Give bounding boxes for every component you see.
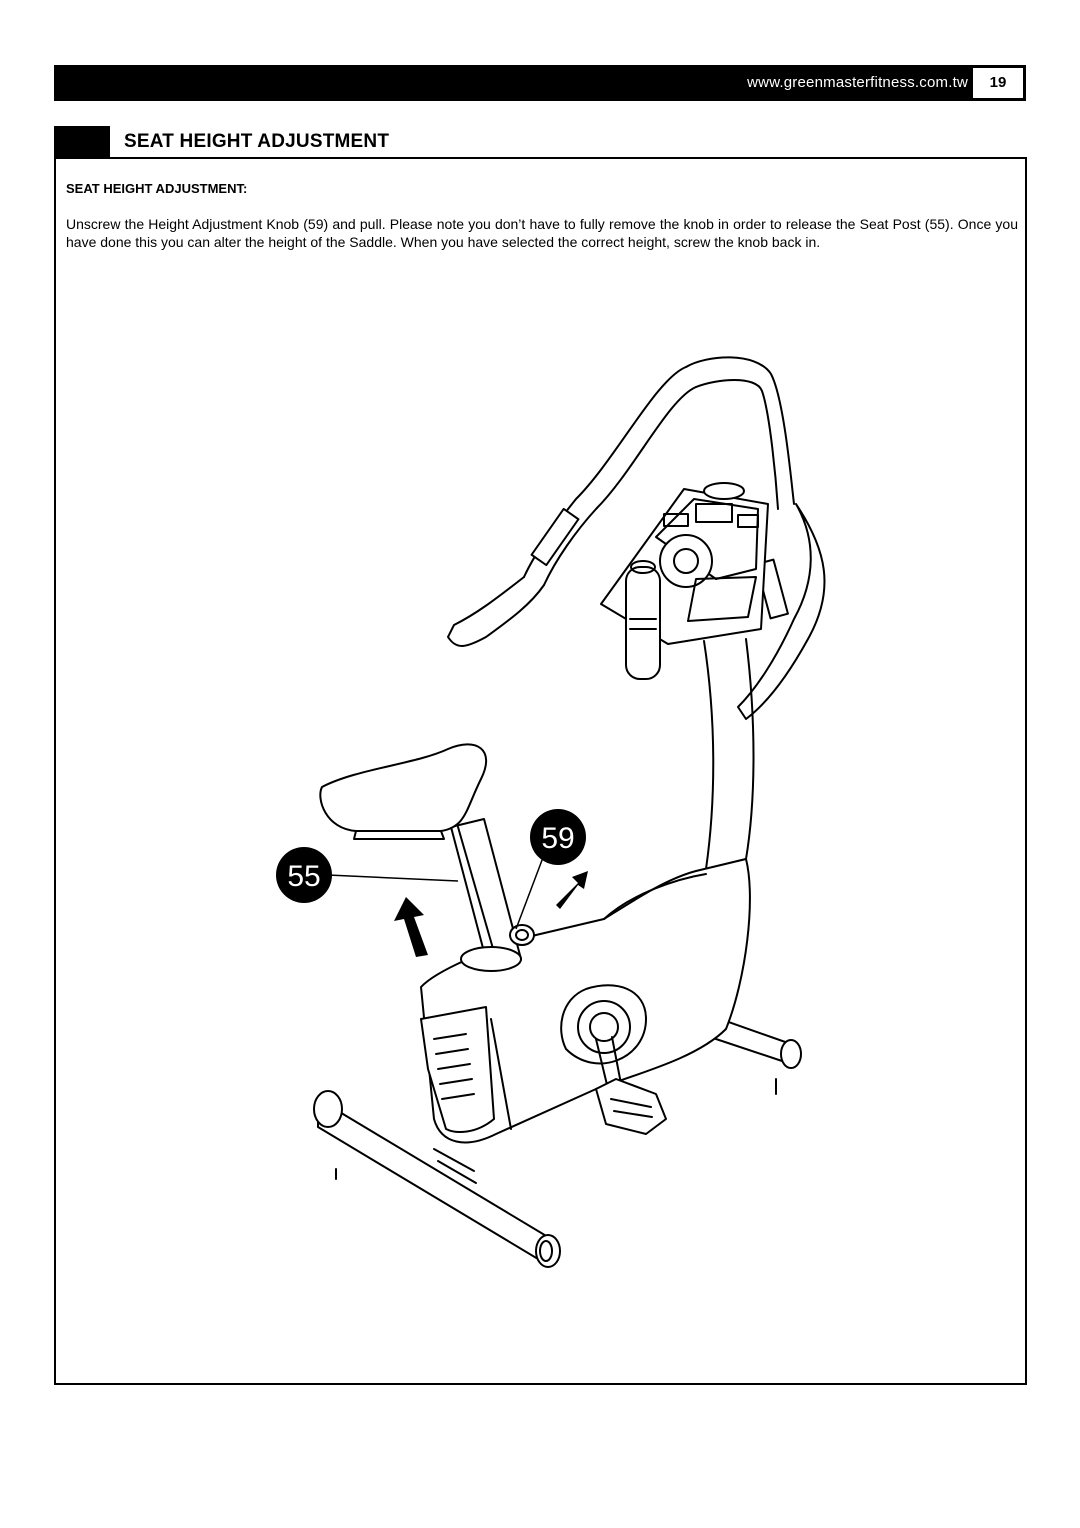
up-arrow-left [394,897,428,957]
content-box: SEAT HEIGHT ADJUSTMENT: Unscrew the Heig… [54,157,1027,1385]
page-number: 19 [973,68,1023,98]
header-bar: www.greenmasterfitness.com.tw 19 [54,65,1026,101]
callout-59: 59 [530,809,586,865]
section-title: SEAT HEIGHT ADJUSTMENT [124,131,390,152]
exercise-bike-illustration: 59 55 [276,356,826,1268]
front-cover [420,1006,495,1133]
callout-59-label: 59 [541,822,574,855]
section-marker-block [54,126,110,157]
up-arrow-right [556,871,588,909]
seat-post [450,818,522,972]
callout-55-label: 55 [287,860,320,893]
instruction-text: Unscrew the Height Adjustment Knob (59) … [66,216,1018,250]
adjustment-knob [509,924,535,946]
callout-55-leader [327,874,459,882]
callout-55: 55 [276,847,332,903]
website-url: www.greenmasterfitness.com.tw [747,74,968,91]
base-stabilizer [313,1090,561,1268]
subheading: SEAT HEIGHT ADJUSTMENT: [66,181,248,196]
pedal [595,1078,667,1135]
saddle [319,743,488,840]
water-bottle [625,560,661,680]
